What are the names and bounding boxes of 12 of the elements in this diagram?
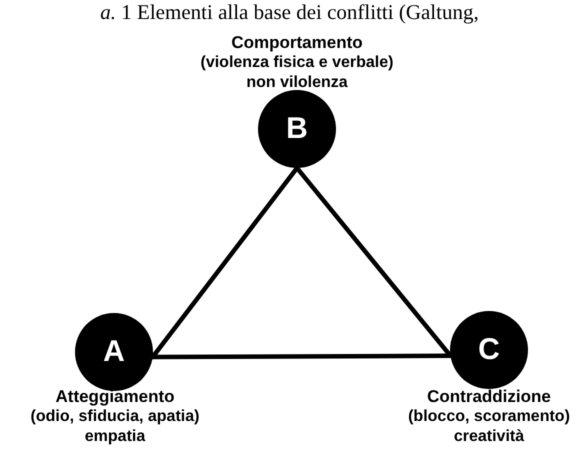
letter-circle: C <box>450 311 528 389</box>
figure-title: a. 1 Elementi alla base dei conflitti (Galtung, <box>100 0 479 24</box>
node-description: creatività <box>454 427 524 447</box>
node-description: (odio, sfiducia, apatia) <box>30 407 200 427</box>
node-heading: Contraddizione <box>427 387 551 407</box>
node-description: (blocco, scoramento) <box>408 407 570 427</box>
node-description: (violenza fisica e verbale) <box>200 53 394 73</box>
node-description: non vilolenza <box>246 73 348 93</box>
letter-circle: A <box>75 313 153 391</box>
node-description: empatia <box>84 427 146 447</box>
node-heading: Comportamento <box>231 33 363 53</box>
letter-circle: B <box>258 90 336 168</box>
